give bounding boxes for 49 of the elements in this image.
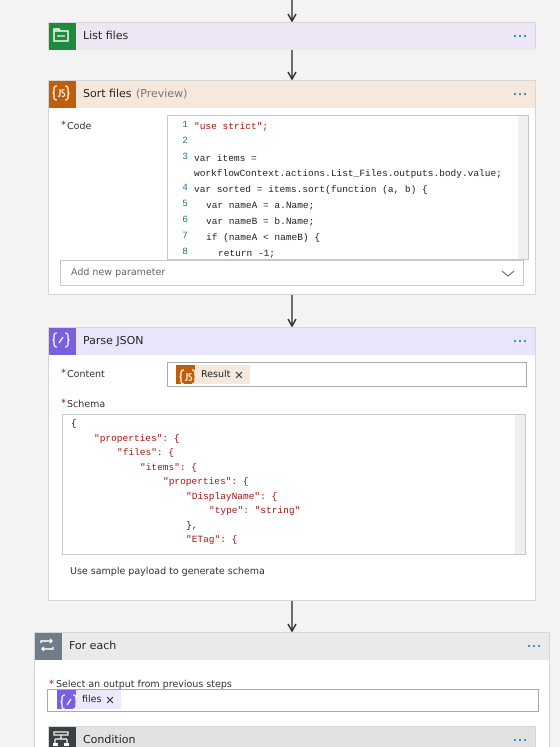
code-line: var sorted = items.sort(function (a, b) { bbox=[194, 183, 429, 197]
dropdown-field: Add new parameter bbox=[60, 260, 524, 286]
card-title: Parse JSON bbox=[83, 334, 144, 347]
arrow bbox=[287, 49, 297, 80]
preview-tag: (Preview) bbox=[136, 87, 188, 100]
action-card bbox=[34, 632, 550, 747]
arrow bbox=[287, 0, 297, 22]
code-line: "type": "string" bbox=[209, 505, 300, 516]
arrow bbox=[287, 295, 297, 327]
arrow bbox=[287, 601, 297, 632]
card-title: Condition bbox=[83, 733, 136, 746]
token-chip: files bbox=[57, 690, 122, 709]
code-line: "use strict"; bbox=[194, 120, 270, 134]
field-label: Schema bbox=[67, 399, 106, 410]
card-title: For each bbox=[69, 639, 116, 652]
code-line: "ETag": { bbox=[186, 534, 238, 545]
code-line: "files": { bbox=[117, 447, 174, 458]
line-number: 4 bbox=[181, 182, 188, 193]
card-title: List files bbox=[83, 29, 128, 42]
code-line: "properties": { bbox=[94, 432, 180, 444]
action-card bbox=[48, 327, 536, 601]
line-number: 7 bbox=[181, 230, 188, 241]
required-mark: * bbox=[61, 120, 66, 131]
field-label: Content bbox=[67, 369, 105, 380]
code-line: var nameB = b.Name; bbox=[206, 215, 316, 229]
code-line: return -1; bbox=[218, 247, 276, 259]
code-line: "DisplayName": { bbox=[186, 490, 278, 502]
link-text: Use sample payload to generate schema bbox=[70, 566, 265, 577]
line-number: 2 bbox=[181, 135, 188, 146]
field-label: Select an output from previous steps bbox=[56, 679, 232, 690]
line-number: 5 bbox=[181, 198, 188, 209]
field-label: Code bbox=[67, 121, 92, 132]
required-mark: * bbox=[61, 368, 66, 379]
action-card bbox=[48, 80, 536, 295]
required-mark: * bbox=[61, 398, 66, 409]
line-number: 1 bbox=[181, 119, 188, 130]
token-chip: Result bbox=[176, 365, 250, 384]
line-number: 8 bbox=[181, 246, 188, 257]
code-line: { bbox=[71, 418, 77, 429]
code-line: var nameA = a.Name; bbox=[206, 199, 316, 213]
code-line: "properties": { bbox=[163, 476, 249, 487]
code-line: if (nameA < nameB) { bbox=[206, 231, 322, 245]
card-title: Sort files bbox=[83, 87, 132, 100]
code-line: "items": { bbox=[140, 462, 198, 472]
code-line: var items = workflowContext.actions.List_Files.outputs.body.value; bbox=[194, 152, 503, 181]
required-mark: * bbox=[49, 679, 54, 690]
code-line: }, bbox=[186, 520, 198, 530]
line-number: 3 bbox=[181, 151, 188, 162]
line-number: 6 bbox=[181, 214, 188, 225]
